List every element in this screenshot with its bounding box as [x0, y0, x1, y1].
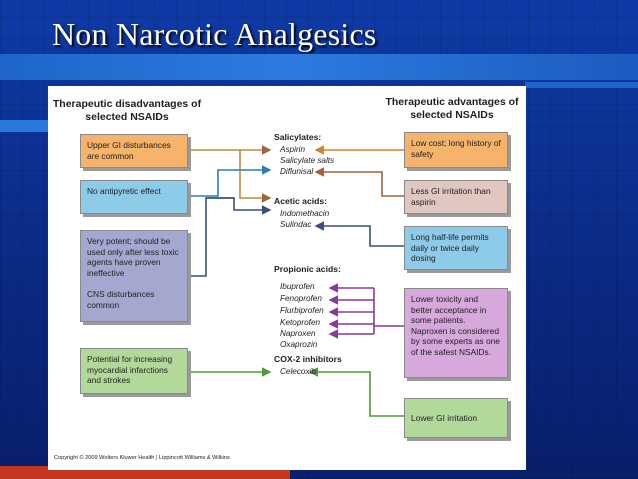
drug-name: Indomethacin — [280, 209, 330, 218]
drug-name: Naproxen — [280, 329, 316, 338]
drug-name: Oxaprozin — [280, 340, 318, 349]
drug-name: Ketoprofen — [280, 318, 321, 327]
disadvantage-text: Very potent; should be used only after l… — [87, 236, 179, 278]
drug-name: Fenoprofen — [280, 294, 322, 303]
line-no-antipyretic — [188, 165, 272, 197]
line-lower-toxicity — [328, 283, 404, 339]
nsaid-diagram: Therapeutic disadvantages of selected NS… — [48, 86, 526, 470]
line-half-life — [314, 221, 404, 247]
drug-name: Diflunisal — [280, 167, 314, 176]
group-title: Salicylates: — [274, 132, 322, 142]
advantage-box: Lower GI irritation — [404, 398, 508, 438]
group-title: Acetic acids: — [274, 196, 328, 206]
disadvantage-box: Potential for increasing myocardial infa… — [80, 348, 188, 394]
line-upper-gi — [188, 145, 272, 203]
advantage-box: Lower toxicity and better acceptance in … — [404, 288, 508, 378]
right-header: Therapeutic advantages of selected NSAID… — [385, 96, 519, 121]
line-very-potent — [188, 197, 234, 277]
advantage-box: Less GI irritation than aspirin — [404, 180, 508, 214]
advantage-box: Long half-life permits daily or twice da… — [404, 226, 508, 270]
disadvantage-text: CNS disturbances common — [87, 289, 155, 310]
disadvantage-box: No antipyretic effect — [80, 180, 188, 214]
line-lower-gi — [308, 367, 404, 417]
drug-name: Aspirin — [280, 145, 306, 154]
line-less-gi — [314, 167, 404, 197]
group-title: Propionic acids: — [274, 264, 341, 274]
drug-name: Sulindac — [280, 220, 312, 229]
decorative-stripe-left — [0, 120, 48, 132]
title-bar — [0, 54, 638, 80]
drug-name: Celecoxib — [280, 367, 316, 376]
group-title: COX-2 inhibitors — [274, 354, 342, 364]
left-header: Therapeutic disadvantages of selected NS… — [52, 98, 202, 123]
copyright-text: Copyright © 2009 Wolters Kluwer Health |… — [54, 455, 230, 461]
connector-lines — [188, 145, 404, 417]
drug-name: Salicylate salts — [280, 156, 335, 165]
drug-name: Ibuprofen — [280, 282, 315, 291]
advantage-box: Low cost; long history of safety — [404, 132, 508, 168]
slide-title: Non Narcotic Analgesics — [52, 16, 377, 52]
disadvantage-box: Upper GI disturbances are common — [80, 134, 188, 168]
disadvantage-box: Very potent; should be used only after l… — [80, 230, 188, 322]
decorative-stripe — [525, 82, 638, 88]
drug-name: Flurbiprofen — [280, 306, 324, 315]
